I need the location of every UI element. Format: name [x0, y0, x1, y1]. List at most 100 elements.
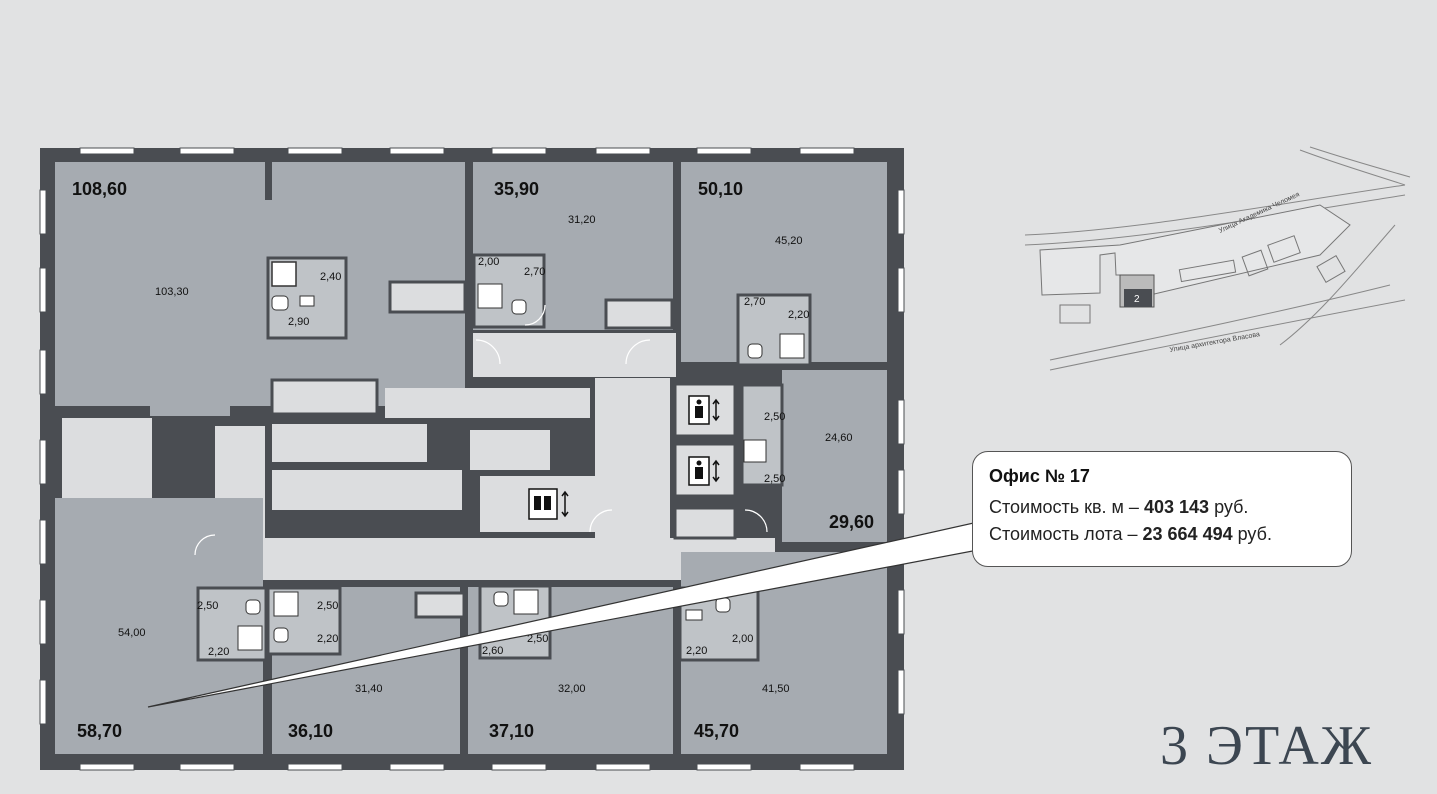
lot-price-value: 23 664 494	[1142, 524, 1233, 544]
unit-total-area: 35,90	[494, 179, 539, 199]
office-info-card: Офис № 17 Стоимость кв. м – 403 143 руб.…	[972, 451, 1352, 567]
sink-icon	[685, 609, 703, 621]
lift-icon	[528, 488, 569, 520]
room-area: 24,60	[825, 432, 853, 444]
toilet-icon	[271, 295, 289, 311]
building-footprint	[1241, 249, 1269, 277]
toilet-icon	[273, 627, 289, 643]
room-area: 2,50	[317, 600, 338, 612]
room-main	[782, 370, 887, 542]
road-line	[1049, 299, 1406, 371]
elevator-icon	[688, 456, 720, 486]
road-line	[1309, 146, 1411, 178]
wall	[265, 162, 272, 200]
building-footprint	[1059, 304, 1091, 324]
room-area: 2,90	[288, 316, 309, 328]
toilet-icon	[493, 591, 509, 607]
lift-shaft-3	[673, 506, 737, 540]
road-line	[1299, 149, 1406, 186]
unit-total-area: 58,70	[77, 721, 122, 741]
unit-u4[interactable]: 29,60 24,60 2,50 2,50	[740, 370, 887, 542]
shower-icon	[743, 439, 767, 463]
unit-u5[interactable]: 58,70 54,00 2,50 2,20	[55, 498, 268, 754]
windows	[39, 147, 905, 771]
corridor-inner	[470, 430, 550, 470]
room-area: 32,00	[558, 683, 586, 695]
toilet-icon	[715, 597, 731, 613]
corridor-top	[473, 333, 676, 377]
room-area: 2,50	[764, 473, 785, 485]
toilet-icon	[747, 343, 763, 359]
site-outline	[1039, 204, 1351, 296]
unit-total-area: 45,70	[694, 721, 739, 741]
unit-total-area: 37,10	[489, 721, 534, 741]
stair-icon	[272, 470, 462, 510]
price-per-m-value: 403 143	[1143, 497, 1210, 517]
stair-block-2	[385, 388, 590, 418]
lift-shaft-2	[673, 442, 737, 498]
room-area: 2,50	[197, 600, 218, 612]
building-footprint	[1178, 259, 1237, 283]
room-area: 2,00	[732, 633, 753, 645]
room-area: 45,20	[775, 235, 803, 247]
corridor-left-entry	[62, 418, 152, 500]
room-main-extra	[150, 406, 230, 416]
shower-icon	[779, 333, 805, 359]
room-area: 2,50	[527, 633, 548, 645]
room-area: 2,00	[478, 256, 499, 268]
road-line	[1024, 184, 1406, 236]
building-footprint	[1267, 235, 1301, 263]
lot-price-label: Стоимость лота –	[989, 524, 1138, 544]
unit-total-area: 108,60	[72, 179, 127, 199]
storage	[604, 298, 674, 330]
toilet-icon	[511, 299, 527, 315]
shower-icon	[273, 591, 299, 617]
room-area: 2,60	[482, 645, 503, 657]
storage	[414, 591, 466, 619]
office-title: Офис № 17	[989, 466, 1090, 486]
floor-title: 3 ЭТАЖ	[1160, 715, 1374, 777]
room-area: 2,40	[320, 271, 341, 283]
room-area: 54,00	[118, 627, 146, 639]
bathroom	[740, 383, 784, 487]
lot-price-line: Стоимость лота – 23 664 494 руб.	[989, 524, 1335, 545]
room-area: 103,30	[155, 286, 189, 298]
road-line	[1024, 194, 1406, 246]
room-area: 31,20	[568, 214, 596, 226]
building-number: 2	[1134, 294, 1140, 305]
shower-icon	[271, 261, 297, 287]
currency: руб.	[1214, 497, 1249, 517]
shower-icon	[237, 625, 263, 651]
building-number-badge	[1124, 289, 1152, 307]
building-footprint	[1316, 255, 1346, 283]
stair-icon	[272, 424, 427, 462]
room-area: 31,40	[355, 683, 383, 695]
road-line	[1049, 284, 1391, 361]
road-line	[1279, 224, 1396, 346]
room-area: 2,20	[686, 645, 707, 657]
location-minimap: 2 Улица Академика Челомея Улица архитект…	[1024, 146, 1411, 371]
room-area: 2,70	[524, 266, 545, 278]
room-area: 2,20	[208, 646, 229, 658]
unit-u6[interactable]: 36,10 31,40 2,50 2,20	[266, 586, 466, 754]
shower-icon	[477, 283, 503, 309]
stair-block-1	[270, 378, 379, 416]
unit-u3[interactable]: 50,10 45,20 2,70 2,20	[681, 162, 887, 367]
elevator-icon	[688, 395, 720, 425]
room-area: 2,50	[764, 411, 785, 423]
corridor-top-left	[388, 280, 467, 314]
toilet-icon	[245, 599, 261, 615]
shower-icon	[513, 589, 539, 615]
unit-u2[interactable]: 35,90 31,20 2,00 2,70	[472, 162, 674, 330]
room-area: 2,20	[317, 633, 338, 645]
price-per-m-label: Стоимость кв. м –	[989, 497, 1139, 517]
sink-icon	[299, 295, 315, 307]
door-swing-icon	[194, 304, 768, 556]
unit-total-area: 50,10	[698, 179, 743, 199]
price-per-m-line: Стоимость кв. м – 403 143 руб.	[989, 497, 1335, 518]
room-area: 41,50	[762, 683, 790, 695]
room-area: 2,70	[744, 296, 765, 308]
currency: руб.	[1237, 524, 1272, 544]
room-area: 2,20	[788, 309, 809, 321]
